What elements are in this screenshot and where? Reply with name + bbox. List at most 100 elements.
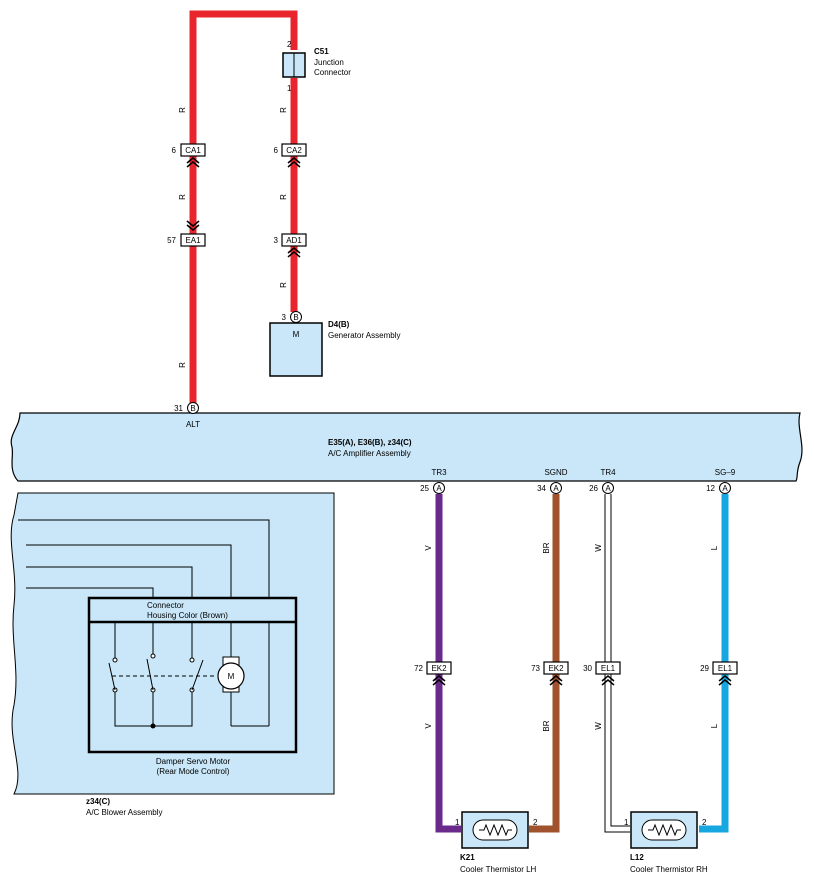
amp-terminal-sgnd: SGND A 34 [537, 468, 568, 494]
cooler-thermistor-rh: 1 2 L12 Cooler Thermistor RH [624, 811, 708, 874]
switch-3 [189, 657, 204, 693]
connector-ea1: EA1 57 [167, 220, 206, 247]
amp-terminal-sgnd-pin: 34 [537, 484, 546, 493]
thermistor-lh-name: Cooler Thermistor LH [460, 865, 537, 874]
wire-code-br-1: BR [542, 542, 551, 553]
blower-junction-dot [150, 723, 156, 729]
connector-ca1-code: CA1 [185, 146, 201, 155]
cooler-thermistor-lh: 1 2 K21 Cooler Thermistor LH [455, 811, 538, 874]
amp-terminal-tr3-letter: A [436, 484, 442, 493]
switch-2 [146, 653, 156, 693]
thermistor-rh-name: Cooler Thermistor RH [630, 865, 708, 874]
connector-ek2-violet-code: EK2 [431, 664, 447, 673]
connector-ek2-brown: EK2 73 [531, 661, 569, 686]
white-wire [605, 494, 630, 832]
servo-motor-line1: Damper Servo Motor [156, 757, 231, 766]
brown-wire [529, 494, 560, 833]
thermistor-lh-pin1: 1 [455, 818, 460, 827]
connector-ca1: CA1 6 [172, 143, 206, 168]
amp-alt-terminal: B [190, 404, 195, 413]
connector-ca2-pin: 6 [274, 146, 279, 155]
wire-code-v-2: V [424, 723, 433, 729]
amp-terminal-tr4-pin: 26 [589, 484, 598, 493]
blower-connector-line1: Connector [147, 601, 184, 610]
blower-connector-line2: Housing Color (Brown) [147, 611, 228, 620]
c51-id: C51 [314, 47, 329, 56]
amp-terminal-sg9-letter: A [722, 484, 728, 493]
amp-terminal-sg9-pin: 12 [706, 484, 715, 493]
thermistor-rh-pin1: 1 [624, 818, 629, 827]
c51-name-line2: Connector [314, 68, 351, 77]
thermistor-lh-resistor-icon [479, 823, 512, 837]
thermistor-circuits: V V BR BR W W L L EK2 72 EK2 73 EL1 30 [414, 494, 738, 874]
thermistor-rh-resistor-icon [648, 823, 681, 837]
connector-ea1-code: EA1 [185, 236, 201, 245]
connector-ek2-brown-pin: 73 [531, 664, 540, 673]
wire-code-r-5: R [279, 194, 288, 200]
violet-wire [435, 494, 461, 833]
connector-ad1: AD1 3 [274, 233, 307, 258]
connector-el1-white-code: EL1 [601, 664, 616, 673]
wire-code-w-1: W [594, 544, 603, 552]
blower-name: A/C Blower Assembly [86, 808, 162, 817]
wire-code-br-2: BR [542, 720, 551, 731]
ac-amplifier-assembly: B 31 ALT E35(A), E36(B), z34(C) A/C Ampl… [10, 402, 803, 494]
wire-code-r-3: R [178, 362, 187, 368]
wire-code-r-1: R [178, 107, 187, 113]
thermistor-rh-pin2: 2 [702, 818, 707, 827]
generator-id: D4(B) [328, 320, 350, 329]
connector-ea1-pin: 57 [167, 236, 176, 245]
thermistor-lh-pin2: 2 [533, 818, 538, 827]
thermistor-rh-id: L12 [630, 853, 644, 862]
generator-inner: M [293, 330, 300, 339]
amp-terminal-tr4-label: TR4 [600, 468, 616, 477]
connector-el1-white-pin: 30 [583, 664, 592, 673]
thermistor-lh-id: K21 [460, 853, 475, 862]
wire-code-l-1: L [710, 545, 719, 550]
connector-ad1-code: AD1 [286, 236, 302, 245]
amp-name: A/C Amplifier Assembly [328, 449, 411, 458]
servo-motor-symbol: M [228, 672, 235, 681]
servo-motor-line2: (Rear Mode Control) [157, 767, 230, 776]
connector-ek2-brown-code: EK2 [548, 664, 564, 673]
blower-id: z34(C) [86, 797, 110, 806]
connector-el1-blue-pin: 29 [700, 664, 709, 673]
c51-pin-top: 2 [287, 40, 292, 49]
red-circuit: R R R R R R 2 1 C51 Junction Connector C… [167, 10, 400, 403]
red-wire-left [189, 10, 298, 403]
amp-terminal-sgnd-label: SGND [544, 468, 567, 477]
generator-name: Generator Assembly [328, 331, 400, 340]
wire-code-v-1: V [424, 545, 433, 551]
connector-ca2: CA2 6 [274, 143, 307, 168]
c51-pin-bottom: 1 [287, 84, 292, 93]
amp-alt-label: ALT [186, 420, 200, 429]
wire-code-w-2: W [594, 722, 603, 730]
amp-terminal-tr4: TR4 A 26 [589, 468, 616, 494]
generator-pin: 3 [282, 313, 287, 322]
generator-terminal: B [293, 313, 298, 322]
generator-assembly: B 3 M D4(B) Generator Assembly [269, 311, 400, 377]
amp-terminal-sg9-label: SG–9 [715, 468, 736, 477]
blue-wire [699, 494, 729, 833]
ac-blower-assembly: Connector Housing Color (Brown) M Damper… [10, 492, 335, 817]
connector-el1-white: EL1 30 [583, 661, 621, 686]
amp-id: E35(A), E36(B), z34(C) [328, 438, 412, 447]
amp-terminal-tr4-letter: A [605, 484, 611, 493]
amp-terminal-tr3-label: TR3 [431, 468, 447, 477]
amp-alt-pin: 31 [174, 404, 183, 413]
wire-code-r-2: R [178, 194, 187, 200]
connector-ad1-pin: 3 [274, 236, 279, 245]
wire-code-r-6: R [279, 282, 288, 288]
connector-ca1-pin: 6 [172, 146, 177, 155]
connector-ek2-violet-pin: 72 [414, 664, 423, 673]
amp-terminal-sgnd-letter: A [553, 484, 559, 493]
connector-el1-blue-code: EL1 [718, 664, 733, 673]
connector-el1-blue: EL1 29 [700, 661, 738, 686]
wire-code-r-4: R [279, 107, 288, 113]
amp-terminal-sg9: SG–9 A 12 [706, 468, 736, 494]
c51-name-line1: Junction [314, 58, 344, 67]
connector-ca2-code: CA2 [286, 146, 302, 155]
amp-terminal-tr3: TR3 A 25 [420, 468, 447, 494]
amp-terminal-tr3-pin: 25 [420, 484, 429, 493]
